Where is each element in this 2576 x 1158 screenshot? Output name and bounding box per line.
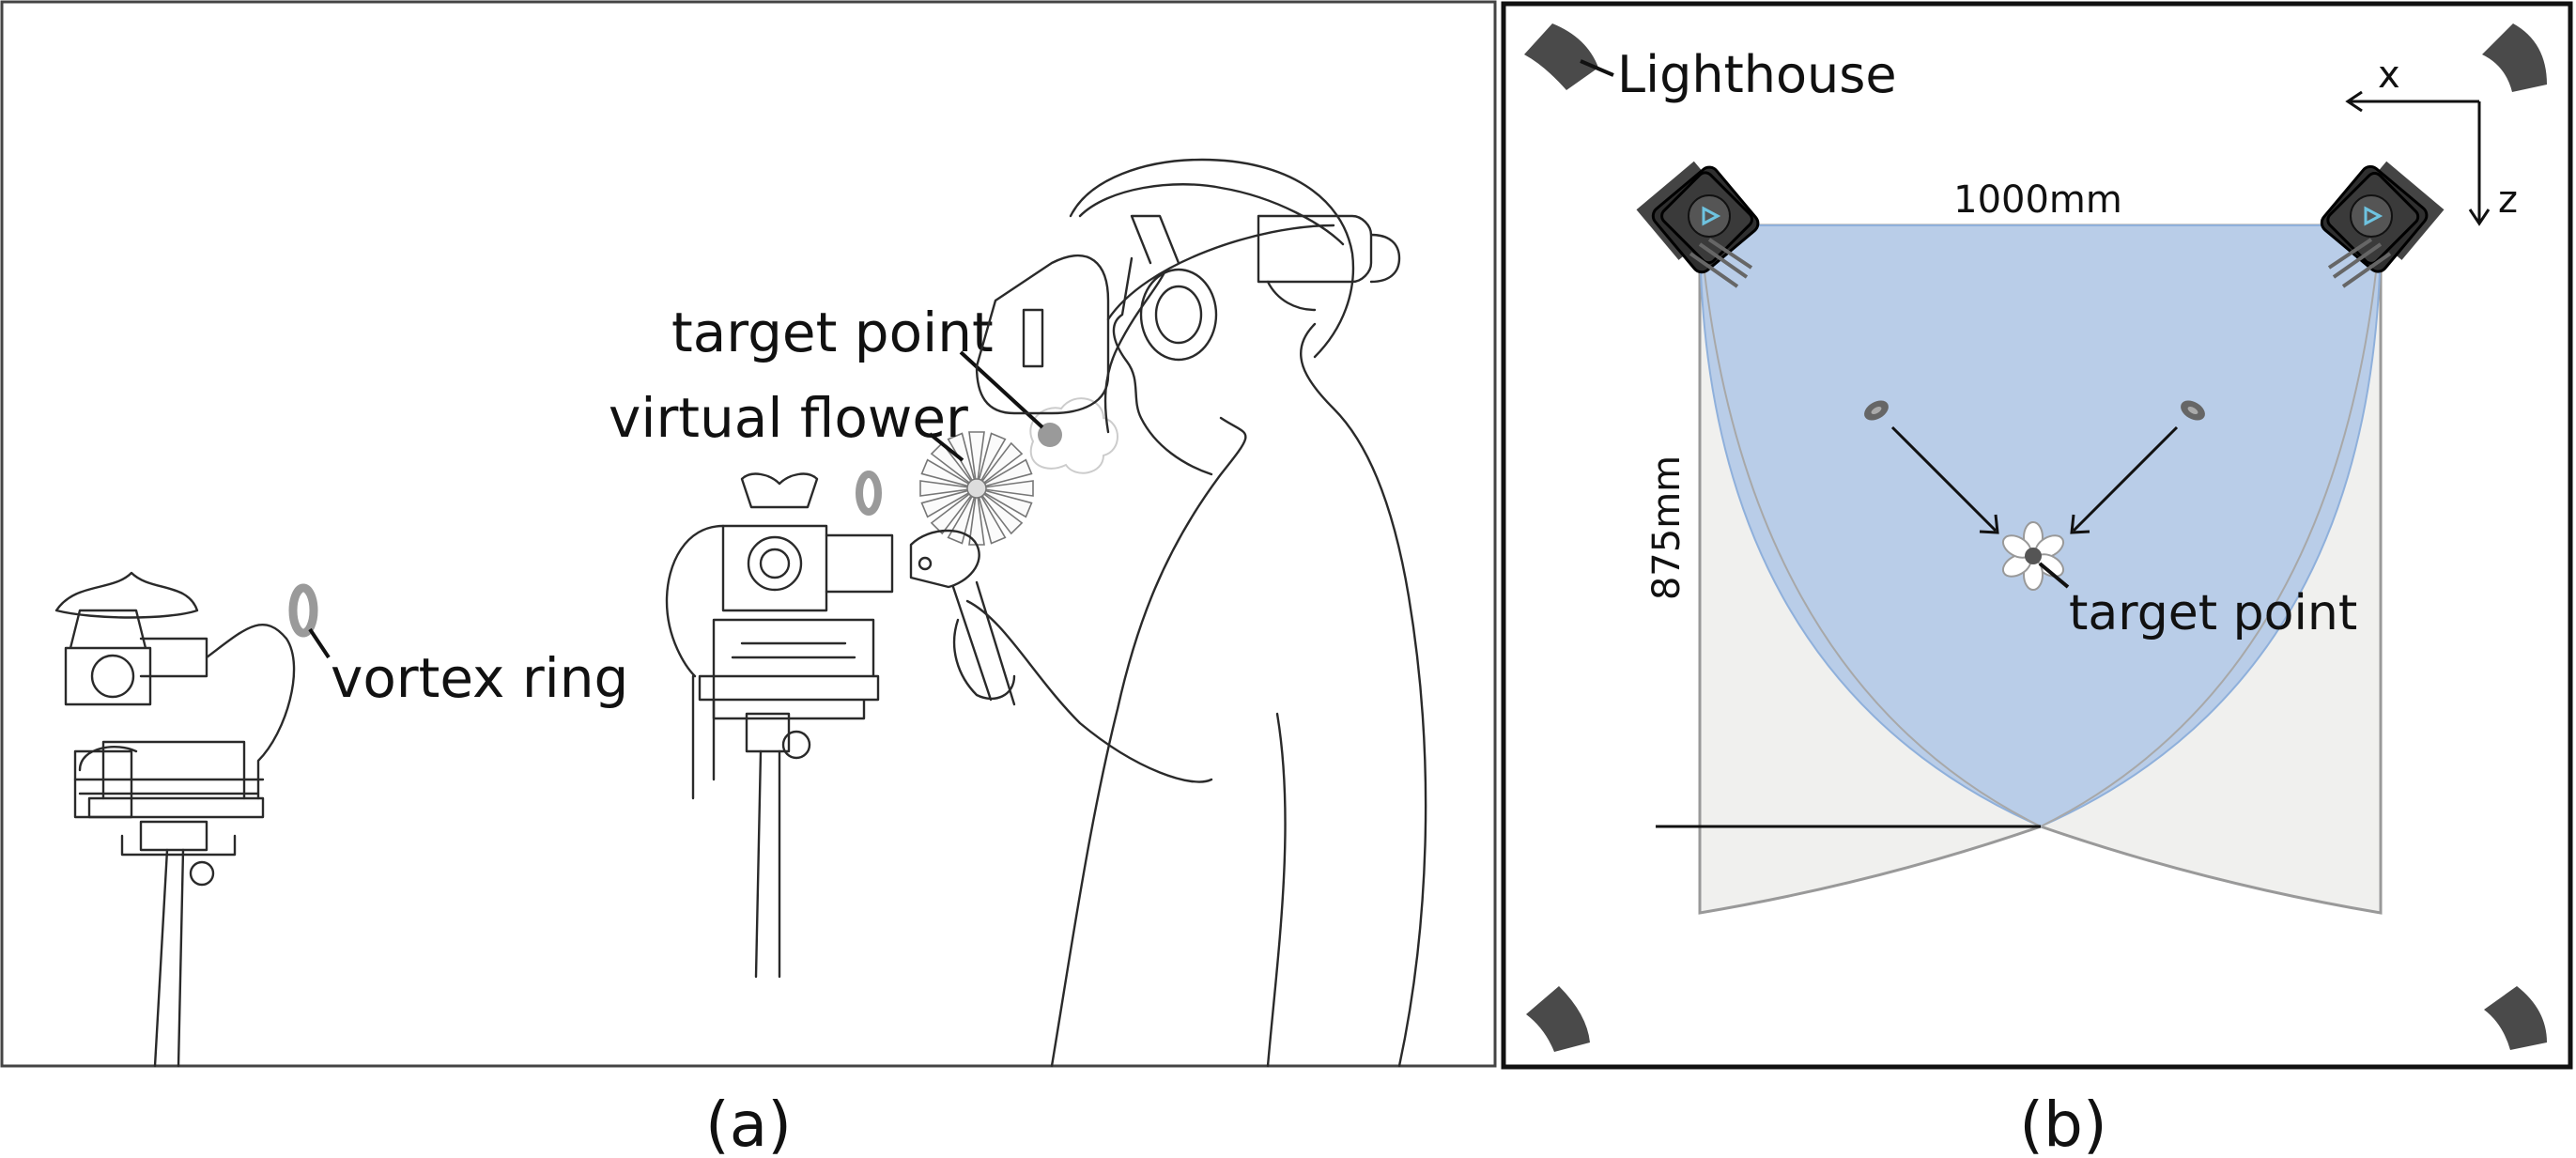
- virtual-flower-label: virtual flower: [609, 386, 968, 450]
- width-dimension-label: 1000mm: [1953, 178, 2122, 222]
- vortex-ring-top-right-hole: [2187, 407, 2198, 414]
- arrow-right-to-target: [2072, 425, 2179, 533]
- coordinate-axes: [2345, 90, 2491, 226]
- lighthouse-base-station-bottom-right: [2484, 986, 2547, 1050]
- target-point-marker-a: [1038, 423, 1062, 447]
- vortex-ring-left: [288, 583, 318, 638]
- target-point-label-b: target point: [2069, 585, 2357, 641]
- lighthouse-base-station-top-right: [2482, 23, 2547, 92]
- panel-a-caption: (a): [705, 1089, 792, 1158]
- left-vortex-device-illustration: [54, 571, 296, 1068]
- lighthouse-base-station-top-left: [1524, 23, 1598, 90]
- panel-a-frame: [0, 0, 1497, 1068]
- person-with-hmd-illustration: [975, 158, 1427, 1068]
- virtual-flower-icon: [919, 431, 1034, 546]
- arrow-left-to-target: [1890, 425, 1998, 533]
- depth-dimension-label: 875mm: [1645, 455, 1689, 600]
- arrow-left-head: [1979, 514, 1999, 534]
- panel-a: vortex ring: [0, 0, 1497, 1158]
- controller-and-hand-illustration: [909, 529, 1213, 783]
- target-point-cloud: [1029, 397, 1118, 474]
- axis-x-label: x: [2378, 54, 2400, 97]
- center-vortex-device-illustration: [665, 472, 894, 979]
- target-point-leader-b: [2038, 562, 2070, 589]
- vortex-ring-leader: [308, 627, 331, 659]
- lighthouse-base-station-bottom-left: [1526, 986, 1590, 1052]
- lighthouse-label: Lighthouse: [1617, 45, 1897, 104]
- target-flower-icon: [2001, 521, 2065, 591]
- panel-b: Lighthouse 1000mm 875mm x: [1501, 1, 2573, 1158]
- vortex-device-top-left: [1636, 161, 1760, 288]
- vortex-ring-label: vortex ring: [331, 646, 628, 710]
- target-point-leader-a: [959, 350, 1044, 429]
- lighthouse-leader: [1580, 59, 1614, 77]
- arrow-right-head: [2070, 514, 2090, 534]
- axis-z-label: z: [2498, 178, 2518, 222]
- vortex-ring-top-left-hole: [1871, 407, 1882, 414]
- virtual-flower-leader: [928, 432, 964, 462]
- vortex-device-top-right: [2320, 161, 2445, 288]
- target-point-label-a: target point: [671, 301, 994, 364]
- coverage-arc-right: [2040, 224, 2382, 827]
- vortex-ring-center: [856, 471, 882, 516]
- coverage-arc-left: [1699, 224, 2042, 827]
- panel-b-caption: (b): [2019, 1089, 2106, 1158]
